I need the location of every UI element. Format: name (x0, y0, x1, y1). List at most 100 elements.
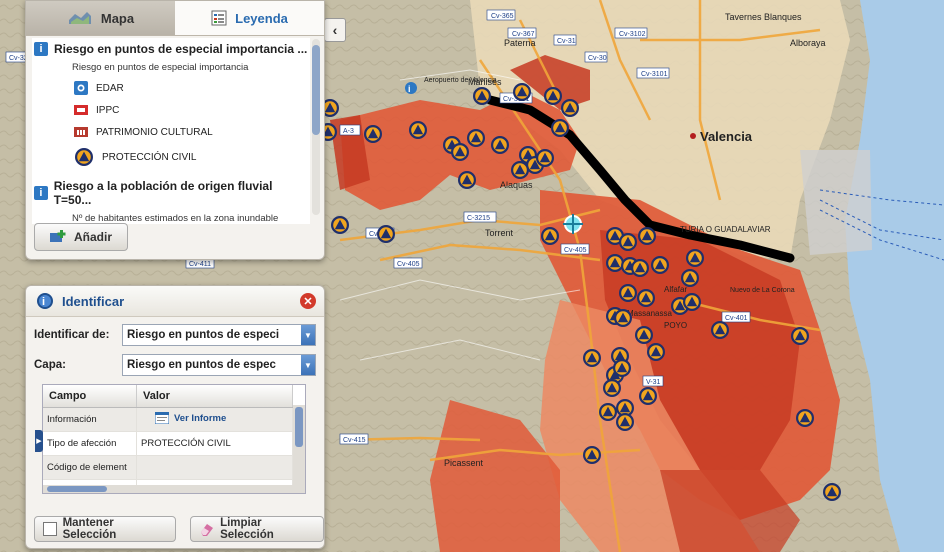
legend-layer-2-title: Riesgo a la población de origen fluvial … (53, 179, 273, 207)
identify-icon: i (37, 293, 53, 309)
proteccion-civil-marker[interactable] (491, 136, 509, 154)
table-row: Código de element (43, 455, 293, 480)
add-layer-button[interactable]: Añadir (34, 223, 128, 251)
report-icon (155, 412, 169, 424)
legend-scrollbar[interactable] (312, 39, 320, 215)
proteccion-civil-marker[interactable] (791, 327, 809, 345)
proteccion-civil-marker[interactable] (551, 119, 569, 137)
col-header-campo[interactable]: Campo (43, 385, 137, 408)
road-shield: Cv-31 (553, 34, 577, 46)
close-icon[interactable]: ✕ (300, 293, 316, 309)
proteccion-civil-marker[interactable] (619, 233, 637, 251)
proteccion-civil-marker[interactable] (513, 83, 531, 101)
proteccion-civil-marker[interactable] (544, 87, 562, 105)
proteccion-civil-marker[interactable] (606, 254, 624, 272)
legend-layer-2-subtitle: Nº de habitantes estimados en la zona in… (72, 213, 279, 224)
road-shield: Cv-30 (584, 51, 608, 63)
add-layer-icon (49, 230, 66, 242)
proteccion-civil-marker[interactable] (683, 293, 701, 311)
label-aeropuerto: Aeropuerto de Valencia (424, 77, 497, 84)
label-alaquas: Alaquas (500, 180, 533, 190)
proteccion-civil-marker[interactable] (651, 256, 669, 274)
identify-actions: Mantener Selección Limpiar Selección (34, 516, 324, 542)
proteccion-civil-marker[interactable] (823, 483, 841, 501)
proteccion-civil-marker[interactable] (637, 289, 655, 307)
proteccion-civil-marker[interactable] (647, 343, 665, 361)
proteccion-civil-marker[interactable] (613, 359, 631, 377)
ver-informe-link[interactable]: Ver Informe (155, 412, 226, 424)
info-icon[interactable]: i (34, 42, 48, 56)
proteccion-civil-marker[interactable] (614, 309, 632, 327)
proteccion-civil-marker[interactable] (511, 161, 529, 179)
proteccion-civil-marker[interactable] (467, 129, 485, 147)
selected-feature-marker (563, 214, 583, 234)
identify-from-select[interactable]: Riesgo en puntos de especi ▼ (122, 324, 316, 346)
proteccion-civil-marker[interactable] (681, 269, 699, 287)
proteccion-civil-marker[interactable] (331, 216, 349, 234)
proteccion-civil-marker[interactable] (583, 349, 601, 367)
chevron-down-icon[interactable]: ▼ (301, 325, 315, 345)
chevron-down-icon[interactable]: ▼ (301, 355, 315, 375)
proteccion-civil-marker[interactable] (451, 143, 469, 161)
proteccion-civil-marker[interactable] (635, 326, 653, 344)
col-header-valor[interactable]: Valor (136, 385, 293, 408)
row-field: Tipo de afección (43, 431, 137, 456)
collapse-panel-button[interactable]: ‹ (324, 18, 346, 42)
svg-text:C-3215: C-3215 (467, 215, 490, 222)
legend-layer-1[interactable]: i Riesgo en puntos de especial importanc… (32, 38, 310, 60)
layer-row: Capa: Riesgo en puntos de espec ▼ (34, 353, 316, 377)
proteccion-civil-marker[interactable] (561, 99, 579, 117)
proteccion-civil-marker[interactable] (711, 321, 729, 339)
svg-text:Cv-405: Cv-405 (397, 261, 420, 268)
proteccion-civil-marker[interactable] (631, 259, 649, 277)
proteccion-civil-marker[interactable] (409, 121, 427, 139)
proteccion-civil-marker[interactable] (796, 409, 814, 427)
proteccion-civil-marker[interactable] (619, 284, 637, 302)
airport-icon: i (405, 82, 417, 94)
layer-select[interactable]: Riesgo en puntos de espec ▼ (122, 354, 316, 376)
tab-mapa[interactable]: Mapa (26, 1, 175, 35)
table-hscroll-thumb[interactable] (47, 486, 107, 492)
proteccion-civil-marker[interactable] (458, 171, 476, 189)
table-vertical-scrollbar[interactable] (293, 405, 305, 493)
label-tavernes: Tavernes Blanques (725, 12, 802, 22)
proteccion-civil-marker[interactable] (639, 387, 657, 405)
proteccion-civil-marker[interactable] (473, 87, 491, 105)
road-shield: Cv-405 (560, 243, 590, 255)
legend-scroll-thumb[interactable] (312, 45, 320, 135)
table-row: Tipo de afección PROTECCIÓN CIVIL (43, 431, 293, 456)
expand-side-tab[interactable]: ▶ (35, 430, 43, 452)
svg-text:V-31: V-31 (646, 379, 661, 386)
tab-leyenda[interactable]: Leyenda (175, 1, 324, 35)
road-shield: A-3 (339, 124, 361, 136)
proteccion-civil-marker[interactable] (616, 413, 634, 431)
legend-item-label: IPPC (96, 104, 120, 116)
svg-text:Cv-405: Cv-405 (564, 247, 587, 254)
proteccion-civil-marker[interactable] (583, 446, 601, 464)
keep-selection-checkbox[interactable] (43, 522, 57, 536)
table-vscroll-thumb[interactable] (295, 407, 303, 447)
label-manises: Manises (468, 77, 502, 87)
svg-text:Cv-3202: Cv-3202 (9, 55, 36, 62)
proteccion-civil-marker[interactable] (638, 227, 656, 245)
proteccion-civil-marker[interactable] (364, 125, 382, 143)
info-icon[interactable]: i (34, 186, 48, 200)
proteccion-civil-marker[interactable] (536, 149, 554, 167)
label-paterna: Paterna (504, 38, 536, 48)
proteccion-civil-marker[interactable] (686, 249, 704, 267)
layer-value: Riesgo en puntos de espec (127, 359, 276, 371)
proteccion-civil-marker[interactable] (603, 379, 621, 397)
port (800, 150, 872, 255)
keep-selection-button[interactable]: Mantener Selección (34, 516, 176, 542)
proteccion-civil-marker[interactable] (541, 227, 559, 245)
label-poyo: POYO (664, 321, 687, 330)
map-icon (68, 12, 91, 24)
clear-selection-button[interactable]: Limpiar Selección (189, 516, 324, 542)
table-horizontal-scrollbar[interactable] (43, 485, 293, 493)
proteccion-civil-marker[interactable] (377, 225, 395, 243)
legend-layer-2[interactable]: i Riesgo a la población de origen fluvia… (32, 175, 310, 211)
row-value[interactable]: Ver Informe (136, 407, 293, 432)
ver-informe-label: Ver Informe (174, 412, 227, 424)
valencia-marker (690, 133, 696, 139)
proteccion-civil-marker[interactable] (599, 403, 617, 421)
